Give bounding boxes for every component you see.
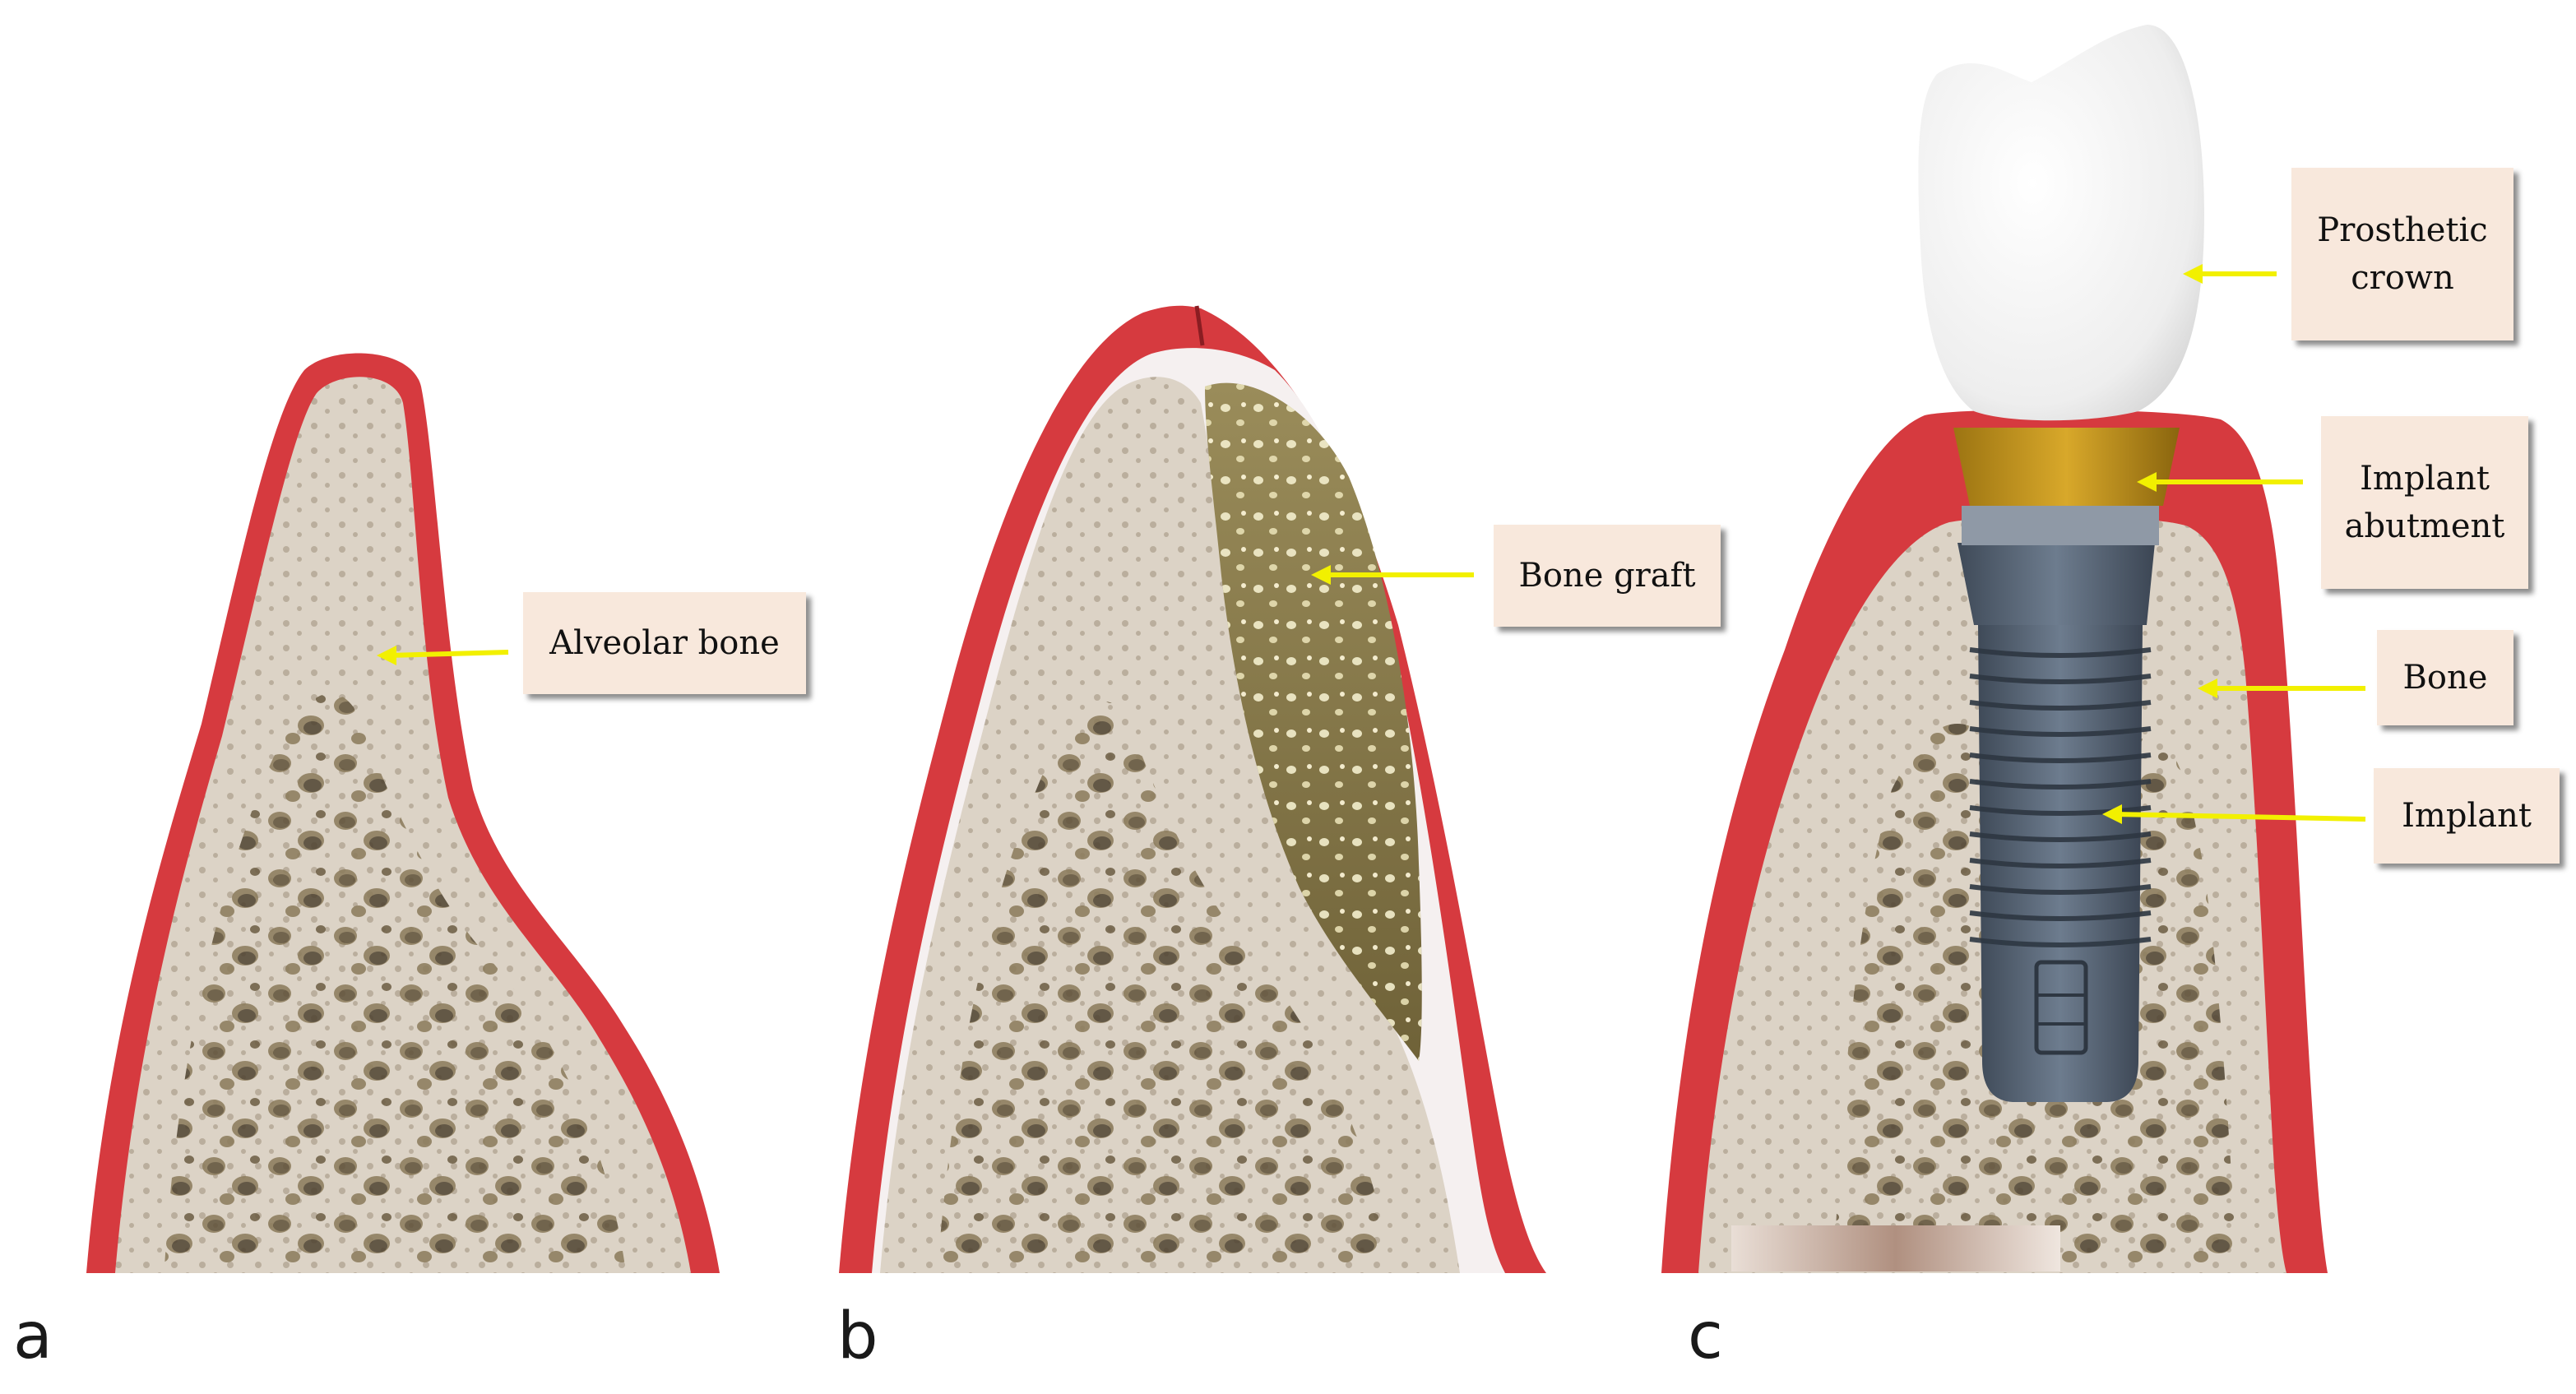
annotation-arrows	[377, 264, 2366, 824]
implant-thread	[1969, 858, 2152, 868]
label-prosthetic-crown: Prosthetic crown	[2291, 168, 2513, 340]
panel-b-trabecular-bone	[938, 701, 1390, 1267]
implant-thread	[1969, 805, 2152, 816]
implant-thread	[1969, 647, 2152, 658]
implant-thread	[1969, 726, 2152, 737]
implant-thread	[1969, 753, 2152, 763]
panel-letter-c: c	[1688, 1299, 1723, 1373]
implant-thread	[1969, 700, 2152, 711]
panel-c-implant	[1957, 543, 2155, 1102]
panel-a-alveolar-ridge	[86, 353, 720, 1273]
label-implant: Implant	[2374, 768, 2560, 864]
label-bone-graft: Bone graft	[1494, 525, 1721, 627]
panel-b-grafted-ridge	[839, 305, 1546, 1274]
implant-thread	[1969, 674, 2152, 684]
label-implant-abutment: Implant abutment	[2321, 416, 2528, 589]
implant-thread	[1969, 779, 2152, 790]
panel-c-implant-site	[1661, 25, 2328, 1273]
implant-thread	[1969, 831, 2152, 842]
panel-c-base-band	[1731, 1225, 2060, 1271]
panel-c-crown	[1918, 25, 2204, 421]
label-bone: Bone	[2377, 630, 2513, 725]
panel-letter-b: b	[837, 1299, 878, 1373]
panel-letter-a: a	[13, 1299, 53, 1373]
panel-c-abutment	[1953, 428, 2180, 506]
implant-thread	[1969, 910, 2152, 921]
panel-a-trabecular-bone	[164, 692, 625, 1267]
implant-thread	[1969, 884, 2152, 895]
label-alveolar-bone: Alveolar bone	[523, 592, 806, 694]
implant-thread	[1969, 937, 2152, 947]
